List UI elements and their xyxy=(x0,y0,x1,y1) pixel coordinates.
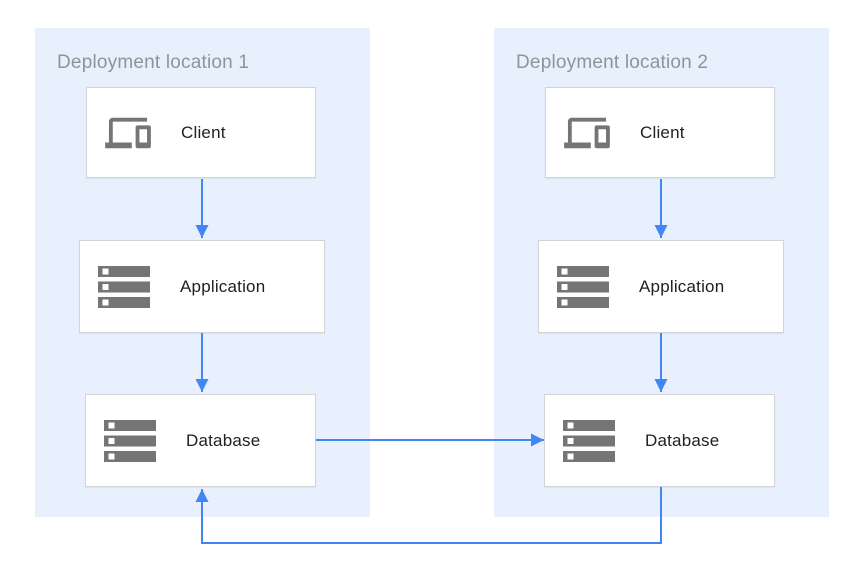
node-label: Client xyxy=(181,122,226,142)
region-deployment-location-1: Deployment location 1 Client App xyxy=(35,28,370,517)
node-label: Database xyxy=(186,430,261,450)
node-database-1: Database xyxy=(85,394,316,487)
node-label: Application xyxy=(180,276,266,296)
server-stack-icon xyxy=(563,419,615,462)
node-label: Client xyxy=(640,122,685,142)
node-label: Database xyxy=(645,430,720,450)
node-client-1: Client xyxy=(86,87,316,178)
server-stack-icon xyxy=(98,265,150,308)
region-label: Deployment location 1 xyxy=(57,52,250,73)
region-deployment-location-2: Deployment location 2 Client App xyxy=(494,28,829,517)
server-stack-icon xyxy=(557,265,609,308)
node-application-2: Application xyxy=(538,240,784,333)
server-stack-icon xyxy=(104,419,156,462)
region-label: Deployment location 2 xyxy=(516,52,709,73)
node-database-2: Database xyxy=(544,394,775,487)
devices-icon xyxy=(564,117,610,148)
node-client-2: Client xyxy=(545,87,775,178)
node-label: Application xyxy=(639,276,725,296)
node-application-1: Application xyxy=(79,240,325,333)
devices-icon xyxy=(105,117,151,148)
